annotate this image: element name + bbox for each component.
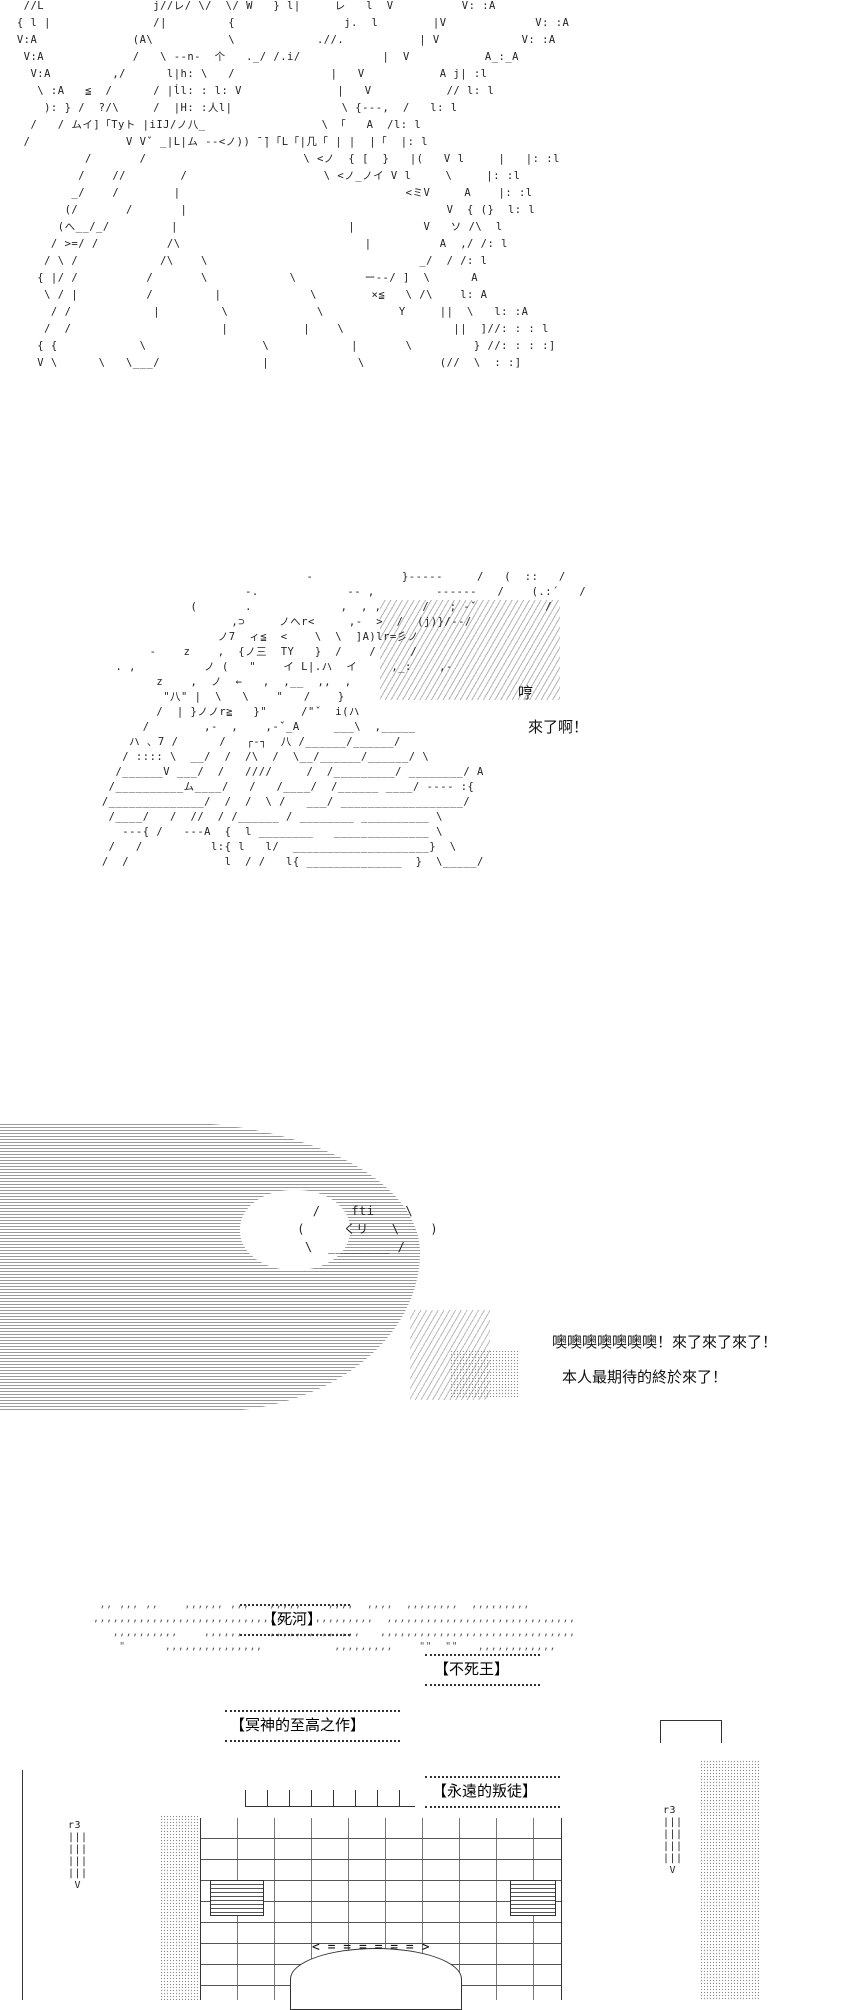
burst-masterpiece: 【冥神的至高之作】	[230, 1716, 366, 1734]
wall-shadow-left	[160, 1815, 200, 2000]
panel-2: - }----- / ( :: / -. -- , ------ / (.:´ …	[0, 560, 857, 920]
castle-battlements	[245, 1790, 415, 1807]
burst-frame-eternal-traitor	[425, 1776, 560, 1808]
wall-shadow-right	[700, 1760, 760, 2000]
speech-line-2: 來了啊！	[528, 718, 589, 736]
burst-frame-undying-king	[425, 1654, 540, 1686]
ascii-art-figure-1: //L j//レ/ \/ \/ W } l| レ l V V: :A { l |…	[16, 0, 570, 369]
speech-line-1: 哼	[518, 684, 534, 702]
left-edge-line	[22, 1770, 23, 2000]
hand-lines	[410, 1310, 490, 1400]
face-opening	[240, 1190, 350, 1270]
burst-eternal-traitor: 【永遠的叛徒】	[432, 1782, 538, 1800]
panel-4: ,, ,,, ,, ,,,,,, ,,, ,,,,, ,,,, ,,,, ,,,…	[0, 1590, 857, 2010]
window-right	[510, 1880, 556, 1916]
burst-frame-death-river	[240, 1604, 350, 1636]
gate-sign: < = = = = = = >	[312, 1940, 430, 1955]
burst-undying-king: 【不死王】	[434, 1660, 510, 1678]
ascii-art-face: / fti \ ( くリ \ ) \ ________ /	[297, 1204, 439, 1254]
tower-right-roof	[660, 1720, 722, 1743]
speech-line-1: 噢噢噢噢噢噢噢！來了來了來了！	[552, 1333, 778, 1351]
panel-1: //L j//レ/ \/ \/ W } l| レ l V V: :A { l |…	[0, 0, 569, 390]
gate-arch	[290, 1948, 462, 2010]
speech-line-2: 本人最期待的終於來了！	[562, 1368, 728, 1386]
panel-3: / fti \ ( くリ \ ) \ ________ / 噢噢噢噢噢噢噢！來了…	[0, 1110, 857, 1412]
hatched-hair-mass	[0, 1122, 420, 1412]
window-left	[210, 1880, 264, 1916]
burst-death-river: 【死河】	[262, 1610, 323, 1628]
ascii-art-figure-2: - }----- / ( :: / -. -- , ------ / (.:´ …	[101, 571, 587, 868]
tower-right: r3 ||| ||| ||| ||| V	[663, 1805, 683, 1876]
burst-frame-masterpiece	[225, 1710, 400, 1742]
tower-left: r3 ||| ||| ||| ||| V	[68, 1820, 88, 1891]
speed-lines	[380, 600, 560, 700]
